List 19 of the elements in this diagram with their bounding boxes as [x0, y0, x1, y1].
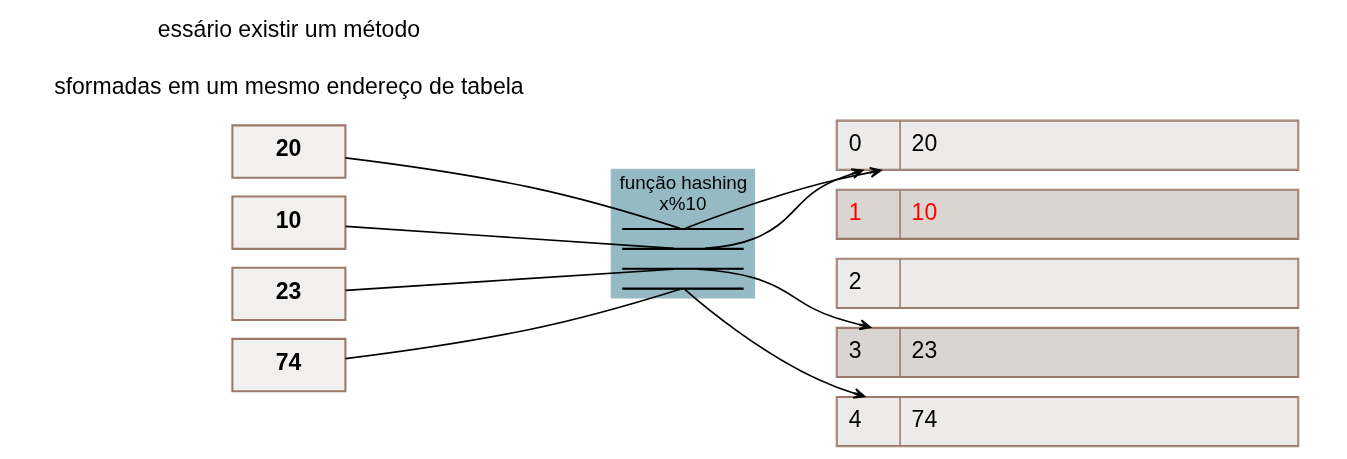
- node-box: 23: [231, 266, 347, 322]
- connector: [344, 288, 681, 360]
- label: essário existir um método: [157, 16, 420, 43]
- node-bar: [622, 287, 744, 290]
- arrow: [704, 168, 864, 250]
- node-box: 20: [231, 124, 347, 179]
- arrow: [684, 288, 866, 399]
- arrow: [684, 166, 882, 230]
- node-bar: [622, 267, 744, 270]
- connector: [344, 225, 675, 250]
- node-bar: [622, 247, 744, 250]
- arrow: [696, 268, 872, 331]
- cluster: função hashing x%10: [610, 168, 756, 299]
- connector: [344, 268, 675, 292]
- connector: [344, 157, 681, 230]
- node-box: 74: [231, 337, 347, 393]
- node-box: 10: [231, 195, 347, 250]
- label: sformadas em um mesmo endereço de tabela: [54, 72, 524, 99]
- node-bar: [622, 227, 744, 231]
